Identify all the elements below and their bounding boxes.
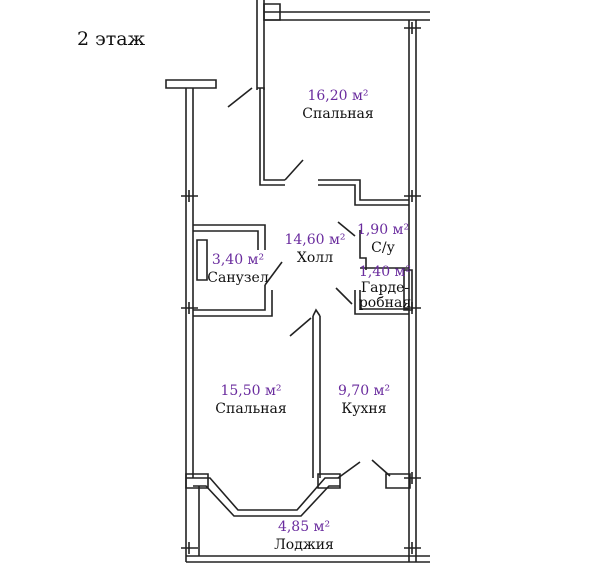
room-wardrobe: 1,40 м² Гарде- робная	[358, 264, 412, 312]
door-kitchen	[338, 462, 360, 478]
door-bedroom-bottom	[290, 318, 311, 336]
room-bedroom-top: 16,20 м² Спальная	[302, 88, 373, 123]
wall-partition-tip	[313, 310, 320, 316]
column-marks	[181, 22, 421, 554]
wall-bathroom-top-2	[193, 231, 258, 250]
wall-wardrobe-bottom	[355, 290, 409, 314]
wall-bedroom-left-2	[260, 88, 285, 185]
wall-bathroom-bottom	[193, 285, 265, 310]
door-bedroom-top	[285, 160, 303, 180]
bath-fixture	[197, 240, 207, 280]
wall-toilet-left	[360, 230, 366, 270]
door-wardrobe	[336, 288, 352, 304]
room-loggia: 4,85 м² Лоджия	[274, 519, 334, 554]
walls	[166, 0, 430, 562]
wall-bedroom-left	[257, 88, 285, 180]
room-area: 15,50 м²	[220, 383, 282, 399]
room-area: 1,90 м²	[356, 222, 410, 238]
bay-wall-inner	[193, 486, 340, 516]
wall-bathroom-top	[193, 225, 265, 250]
wall-toilet-top-2	[318, 185, 409, 205]
wardrobe-shelf	[404, 270, 412, 310]
room-name: Лоджия	[274, 536, 334, 553]
room-name: Санузел	[207, 269, 269, 286]
door-bedroom-top-left	[228, 88, 252, 107]
room-bathroom: 3,40 м² Санузел	[207, 252, 268, 287]
kitchen-pillar	[386, 474, 410, 488]
wall-toilet-top	[318, 180, 409, 200]
bay-wall-outer	[186, 478, 340, 510]
room-area: 1,40 м²	[358, 264, 412, 280]
room-toilet: 1,90 м² С/у	[357, 222, 409, 257]
room-hall: 14,60 м² Холл	[284, 232, 345, 267]
wall-bathroom-bottom-2	[193, 290, 272, 316]
room-area: 4,85 м²	[277, 519, 331, 535]
bay-pillar-left	[186, 474, 208, 488]
room-area: 16,20 м²	[307, 88, 369, 104]
wall-wardrobe-bottom-2	[360, 290, 409, 309]
room-area: 14,60 м²	[284, 232, 346, 248]
room-name: Спальная	[215, 400, 287, 417]
door-toilet	[338, 222, 355, 236]
room-name: Холл	[296, 249, 334, 266]
room-area: 9,70 м²	[337, 383, 391, 399]
bay-pillar-right	[318, 474, 340, 488]
room-name: С/у	[371, 239, 395, 256]
wall-top-corner	[264, 4, 280, 20]
floor-label: 2 этаж	[77, 28, 146, 50]
room-area: 3,40 м²	[211, 252, 265, 268]
room-kitchen: 9,70 м² Кухня	[338, 383, 390, 418]
room-name: Гарде- робная	[358, 279, 412, 312]
wall-stub-top-left	[166, 80, 216, 88]
room-name: Спальная	[302, 105, 374, 122]
room-name: Кухня	[341, 400, 387, 417]
room-bedroom-bottom: 15,50 м² Спальная	[215, 383, 286, 418]
door-bathroom	[265, 262, 282, 285]
